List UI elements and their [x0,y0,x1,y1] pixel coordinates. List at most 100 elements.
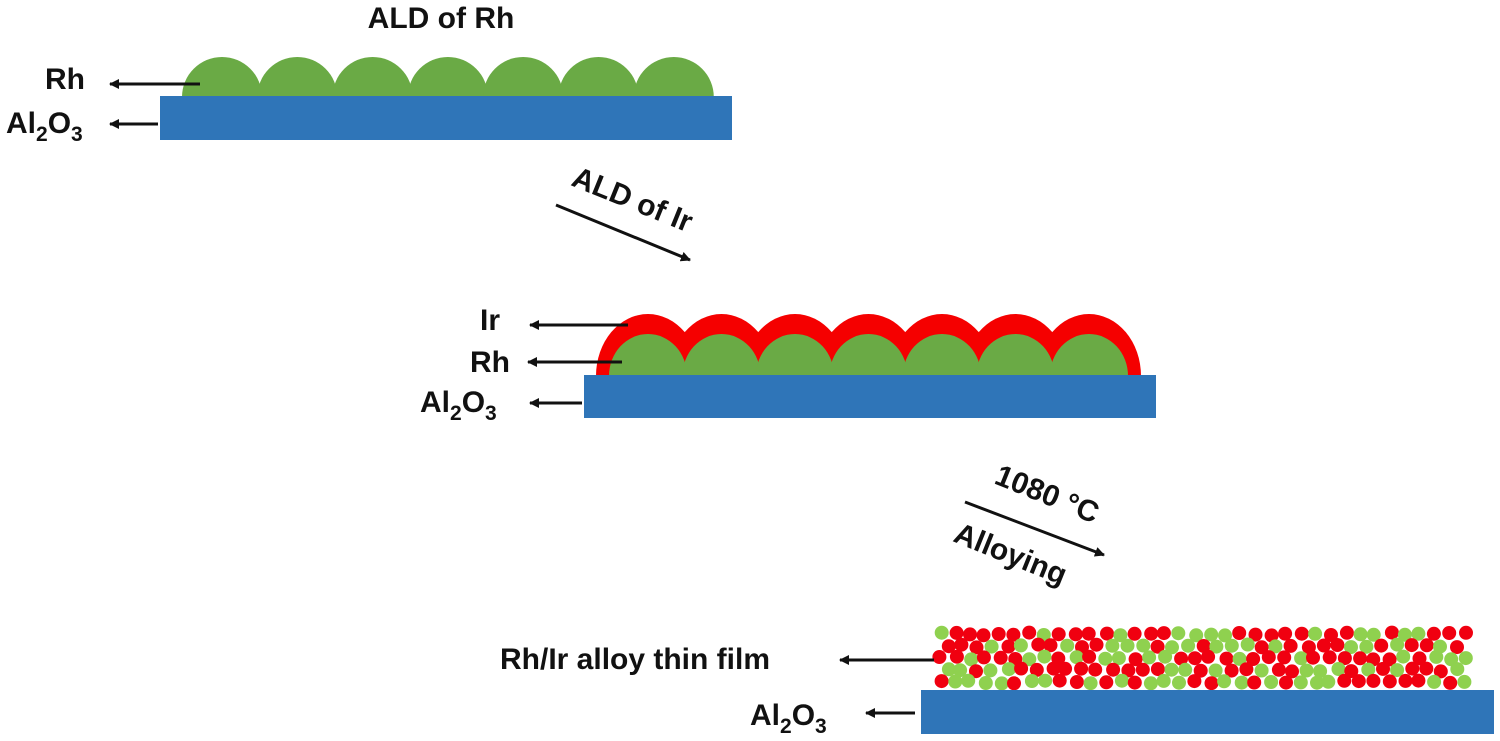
ir-atom [1419,638,1434,653]
ir-atom [1254,640,1269,655]
ir-atom [1398,673,1413,688]
ir-atom [1382,674,1397,689]
ir-atom [1204,676,1219,691]
rh-atom [1240,637,1255,652]
rh-atom [1189,628,1204,643]
rh-grain [829,334,908,376]
rh-atom [1158,649,1173,664]
ir-atom [1099,675,1114,690]
step2-arrow [964,500,1105,557]
ir-atom [1301,640,1316,655]
ir-atom [1007,676,1021,691]
step2-arrow-group: 1080 °C Alloying [949,459,1105,592]
rh-atom [983,663,998,678]
ir-atom [1450,640,1464,655]
ir-atom [1404,638,1419,653]
ir-atom [1405,661,1420,676]
step1-arrow-group: ALD of Ir [555,161,697,262]
ir-atom [1376,661,1390,676]
ir-atom [1316,638,1331,653]
rh-grain [558,57,639,97]
ir-atom [969,640,984,655]
ir-atom [1127,626,1142,641]
rh-grain [903,334,981,376]
ir-atom [1187,651,1202,666]
stage2: Ir Rh Al2O3 [420,304,1156,425]
rh-atom [994,676,1009,691]
rh-grain [756,334,834,376]
ir-atom [1088,662,1103,677]
ir-atom [954,637,969,652]
ir-atom [1337,651,1352,666]
ir-atom [1219,651,1234,666]
stage1-substrate-label: Al2O3 [6,107,83,146]
rh-atom [948,674,963,689]
ir-atom [934,674,949,689]
rh-atom [1427,674,1442,689]
ir-atom [1283,638,1298,653]
ir-atom [949,649,964,664]
rh-atom [1457,674,1472,689]
ir-atom [1043,638,1058,653]
rh-atom [1022,652,1037,667]
rh-atom [984,639,999,654]
ir-atom [1248,627,1263,642]
rh-grain [182,57,262,97]
ir-atom [1443,675,1458,690]
rh-atom [1178,662,1193,677]
rh-atom [1310,675,1324,690]
ir-atom [1127,675,1142,690]
rh-atom [1366,627,1381,642]
rh-atom [1113,628,1128,643]
rh-atom [1114,673,1129,688]
stage3: Rh/Ir alloy thin film Al2O3 [500,625,1494,738]
ir-atom [1150,639,1165,654]
stage3-alloy-film [932,625,1473,691]
ir-atom [1239,662,1254,677]
stage1-substrate [160,96,732,140]
rh-atom [1397,627,1412,642]
ir-atom [1247,675,1262,690]
rh-atom [1396,649,1411,664]
rh-atom [1105,638,1120,653]
ir-atom [1278,626,1293,641]
rh-grain [332,57,413,97]
rh-atom [1344,640,1358,655]
ir-atom [1353,651,1368,666]
rh-atom [1172,675,1186,690]
rh-atom [1224,638,1239,653]
rh-atom [1293,675,1308,690]
rh-atom [1098,651,1113,666]
ir-atom [1106,662,1121,677]
ir-atom [976,650,991,665]
ir-atom [1135,662,1150,677]
ir-atom [1187,674,1202,689]
ir-atom [1412,651,1427,666]
ir-atom [1322,650,1337,665]
rh-atom [1136,638,1151,653]
ir-atom [1051,627,1066,642]
rh-atom [1390,637,1405,652]
rh-atom [1156,673,1171,688]
rh-atom [1142,650,1157,665]
rh-atom [941,662,956,677]
ir-atom [1279,675,1293,690]
rh-grain [1050,334,1128,376]
rh-atom [1024,674,1039,688]
rh-atom [1037,649,1052,664]
rh-atom [1308,626,1323,641]
rh-grain [257,57,338,97]
step2-label-bottom: Alloying [949,517,1071,592]
ir-atom [941,639,956,654]
ir-atom [1081,626,1096,641]
ir-atom [993,650,1008,665]
ir-atom [1261,650,1276,665]
rh-atom [1321,674,1336,689]
rh-atom [1013,638,1028,653]
ir-atom [1271,662,1286,677]
rh-atom [1120,638,1135,653]
ir-atom [1324,628,1338,642]
stage3-film-label: Rh/Ir alloy thin film [500,643,770,676]
ir-atom [1264,628,1279,643]
